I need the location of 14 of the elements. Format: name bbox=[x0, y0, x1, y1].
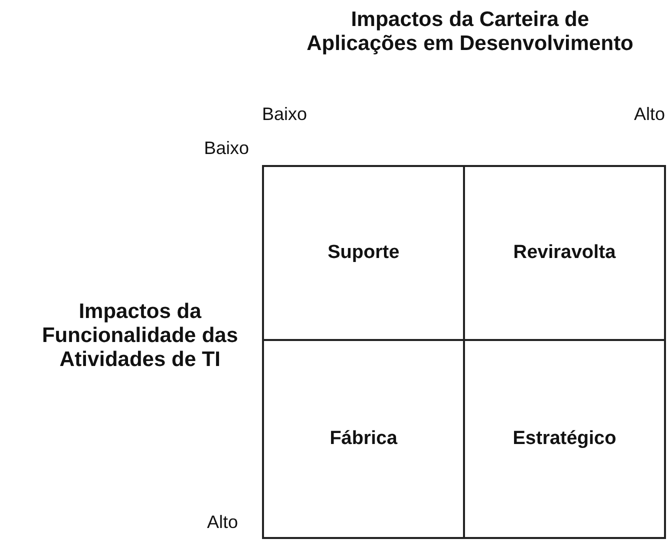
quadrant-cell bbox=[463, 339, 666, 539]
quadrant-label: Fábrica bbox=[330, 428, 398, 450]
quadrant-cell bbox=[262, 339, 465, 539]
quadrant-label: Reviravolta bbox=[513, 242, 616, 264]
quadrant-cell bbox=[262, 165, 465, 341]
axis-tick-label: Alto bbox=[634, 104, 665, 125]
quadrant-cell bbox=[463, 165, 666, 341]
axis-tick-label: Baixo bbox=[262, 104, 308, 125]
axis-tick-label: Baixo bbox=[204, 138, 249, 159]
quadrant-label: Estratégico bbox=[512, 428, 616, 450]
axis-title: Impactos da Funcionalidade das Atividades de TI bbox=[40, 300, 240, 372]
axis-title: Impactos da Carteira de Aplicações em Desenvolvimento bbox=[306, 8, 634, 56]
axis-tick-label: Alto bbox=[206, 512, 238, 533]
quadrant-label: Suporte bbox=[328, 242, 400, 264]
